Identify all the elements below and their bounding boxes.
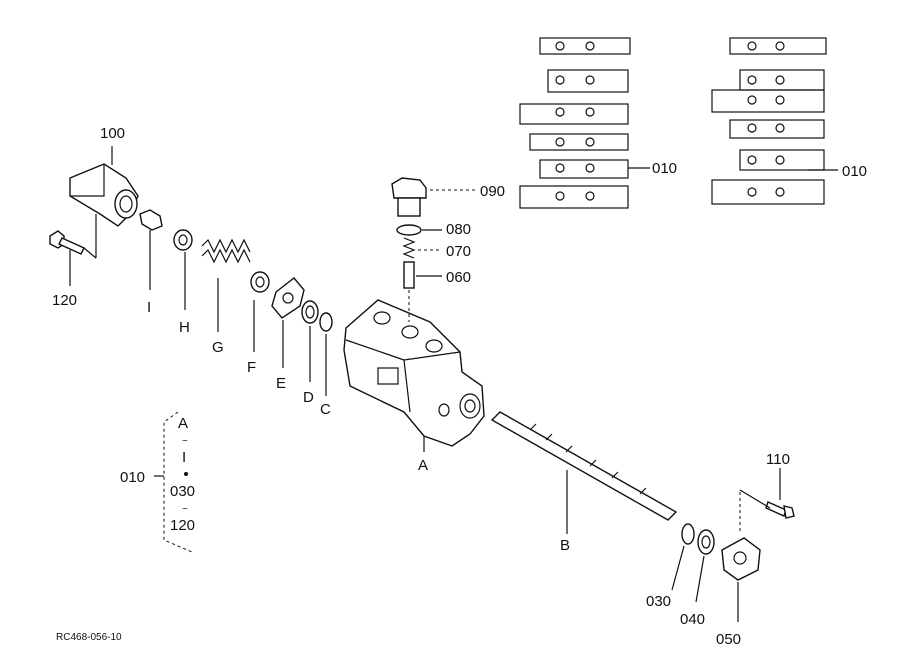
part-B-spool bbox=[490, 411, 678, 534]
part-G-spring bbox=[201, 238, 251, 332]
part-110-bolt bbox=[739, 468, 795, 532]
part-H-seat bbox=[173, 229, 193, 310]
group-range-from: 030 bbox=[170, 483, 195, 500]
label-040: 040 bbox=[680, 611, 705, 628]
part-E-plate bbox=[271, 277, 305, 368]
label-D: D bbox=[303, 389, 314, 406]
label-080: 080 bbox=[446, 221, 471, 238]
label-E: E bbox=[276, 375, 286, 392]
part-050-cap bbox=[721, 537, 761, 622]
part-C-oring bbox=[319, 312, 333, 396]
label-F: F bbox=[247, 359, 256, 376]
schematic-right bbox=[711, 37, 838, 205]
group-label-010: 010 bbox=[120, 469, 145, 486]
part-030-oring bbox=[671, 523, 695, 591]
part-D-ring bbox=[301, 300, 319, 382]
label-120: 120 bbox=[52, 292, 77, 309]
schematic-left-circles bbox=[555, 41, 595, 201]
part-I-poppet bbox=[139, 209, 163, 290]
part-070-spring bbox=[402, 237, 442, 259]
label-060: 060 bbox=[446, 269, 471, 286]
label-C: C bbox=[320, 401, 331, 418]
label-A: A bbox=[418, 457, 428, 474]
group-tilde-1: ~ bbox=[182, 436, 188, 447]
part-040-washer bbox=[695, 529, 715, 603]
group-bracket bbox=[154, 411, 193, 553]
label-010-left-schematic: 010 bbox=[652, 160, 677, 177]
part-A-valve-body bbox=[343, 299, 485, 452]
group-range-sep: I bbox=[182, 449, 186, 466]
schematic-left bbox=[519, 37, 650, 209]
part-100-housing bbox=[69, 146, 139, 227]
label-010-right-schematic: 010 bbox=[842, 163, 867, 180]
label-I: I bbox=[147, 299, 151, 316]
label-030: 030 bbox=[646, 593, 671, 610]
label-B: B bbox=[560, 537, 570, 554]
label-090: 090 bbox=[480, 183, 505, 200]
part-090-plug bbox=[391, 177, 478, 217]
group-range-start: A bbox=[178, 415, 188, 432]
label-070: 070 bbox=[446, 243, 471, 260]
group-range-to: 120 bbox=[170, 517, 195, 534]
label-H: H bbox=[179, 319, 190, 336]
part-060-pin bbox=[403, 261, 442, 322]
schematic-right-circles bbox=[747, 41, 785, 197]
part-F-spacer bbox=[250, 271, 270, 352]
drawing-reference: RC468-056-10 bbox=[56, 632, 122, 643]
label-110: 110 bbox=[766, 451, 790, 468]
part-080-oring bbox=[396, 224, 442, 236]
label-100: 100 bbox=[100, 125, 125, 142]
group-tilde-2: ~ bbox=[182, 504, 188, 515]
part-120-bolt bbox=[49, 214, 97, 286]
label-G: G bbox=[212, 339, 224, 356]
label-050: 050 bbox=[716, 631, 741, 648]
